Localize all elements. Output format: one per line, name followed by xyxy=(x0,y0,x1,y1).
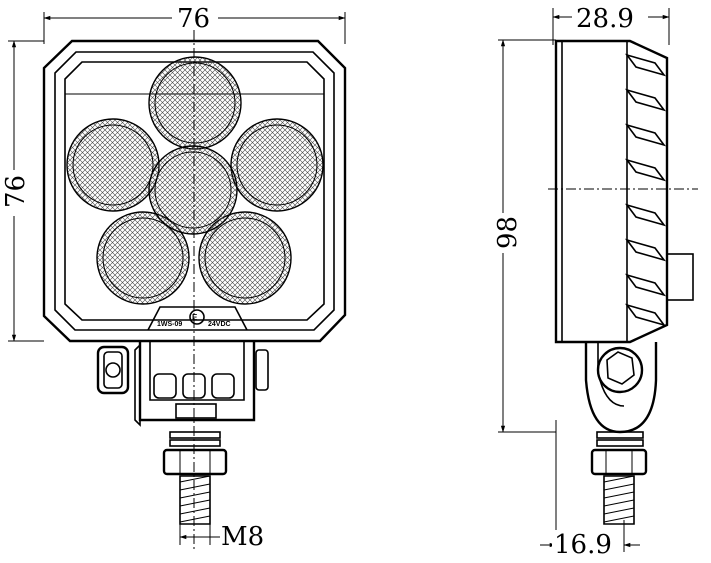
led-reflector-cluster xyxy=(66,56,324,305)
front-mount-bolt xyxy=(162,431,228,525)
front-height-label: 76 xyxy=(1,175,31,208)
side-housing xyxy=(554,39,669,344)
thread-dimension: M8 xyxy=(179,522,264,552)
front-height-dimension: 76 xyxy=(1,40,44,342)
side-depth-label: 28.9 xyxy=(576,4,634,34)
front-view: 76 76 xyxy=(1,4,347,552)
led-reflector-bottom-right xyxy=(198,211,292,305)
adjust-knob-icon xyxy=(96,345,130,395)
mark-left: 1WS-09 xyxy=(157,321,182,328)
front-width-dimension: 76 xyxy=(43,4,346,44)
side-cable-gland xyxy=(666,253,694,301)
side-depth-dimension: 28.9 xyxy=(552,4,670,45)
front-mount-bracket xyxy=(96,341,269,427)
svg-text:E: E xyxy=(192,313,198,322)
marking-plate: 1WS-09 24VDC E xyxy=(147,306,248,331)
cooling-fins xyxy=(624,53,667,327)
led-reflector-left xyxy=(66,118,160,212)
side-height-dimension: 98 xyxy=(493,39,556,433)
led-reflector-center xyxy=(148,145,238,235)
led-reflector-right xyxy=(230,118,324,212)
bracket-dimension: 16.9 xyxy=(540,420,640,560)
side-view: 28.9 98 xyxy=(493,4,698,560)
certification-mark-icon xyxy=(189,309,205,325)
side-mount-bracket xyxy=(584,342,658,434)
front-width-label: 76 xyxy=(177,4,210,34)
side-height-label: 98 xyxy=(493,216,523,249)
bracket-label: 16.9 xyxy=(554,530,612,560)
thread-label: M8 xyxy=(221,522,264,552)
side-mount-bolt xyxy=(590,431,648,525)
mark-right: 24VDC xyxy=(208,321,231,328)
led-reflector-bottom-left xyxy=(96,211,190,305)
housing-outline xyxy=(42,39,347,343)
led-reflector-top xyxy=(148,56,242,150)
